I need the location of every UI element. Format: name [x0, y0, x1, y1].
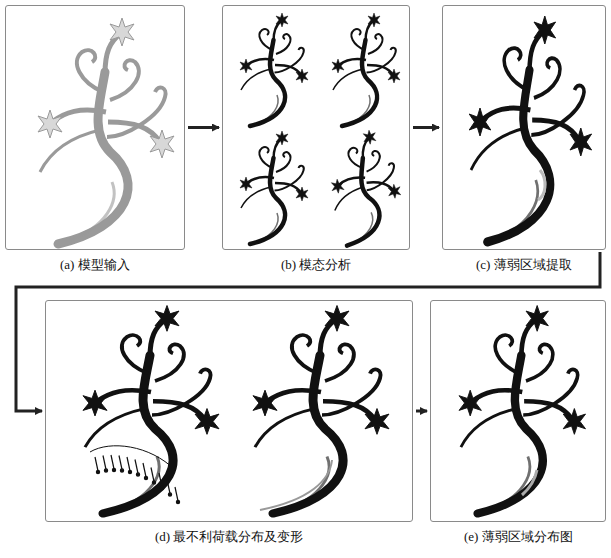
- panel-frame: [222, 5, 410, 250]
- load-arrow-tip: [128, 470, 131, 473]
- deformation-trace: [260, 460, 332, 510]
- panel-frame: [5, 5, 185, 250]
- load-arrow-tip: [144, 476, 147, 479]
- weak-highlight: [522, 470, 537, 495]
- load-arrow: [103, 456, 106, 470]
- load-arrow: [119, 456, 122, 470]
- mode-shapes: [240, 13, 405, 246]
- load-arrow: [143, 463, 146, 477]
- load-arrow: [167, 480, 170, 494]
- panel-caption: (b) 模态分析: [281, 256, 351, 274]
- load-arrow-tip: [176, 500, 179, 503]
- load-arrow-tip: [112, 468, 115, 471]
- panel-caption: (a) 模型输入: [60, 256, 130, 274]
- load-arrows: [90, 446, 180, 504]
- weak-region-model: [469, 16, 591, 242]
- load-arrow: [151, 468, 154, 482]
- load-arrow-tip: [104, 469, 107, 472]
- input-model: [38, 18, 174, 244]
- load-arrow: [175, 487, 178, 501]
- panel-frame: [442, 5, 606, 250]
- load-arrow: [127, 457, 130, 471]
- load-arrow-tip: [168, 493, 171, 496]
- panel: (d) 最不利荷载分布及变形: [45, 300, 413, 548]
- flow-arrow: [413, 126, 439, 129]
- load-arrow-tip: [120, 469, 123, 472]
- deformed-model: [253, 306, 389, 514]
- load-arrow-tip: [96, 470, 99, 473]
- panel-caption: (e) 薄弱区域分布图: [464, 528, 573, 546]
- panel: (b) 模态分析: [222, 5, 410, 276]
- panel: (a) 模型输入: [5, 5, 185, 276]
- loaded-model: [83, 306, 219, 514]
- load-arrow: [111, 455, 114, 469]
- flow-arrow: [416, 410, 427, 413]
- load-arrow-tip: [152, 481, 155, 484]
- panel: (c) 薄弱区域提取: [442, 5, 606, 276]
- weak-distribution-model: [459, 306, 585, 514]
- panel-frame: [430, 300, 606, 522]
- load-arrow: [95, 457, 98, 471]
- load-envelope: [90, 446, 175, 470]
- panel-frame: [45, 300, 413, 522]
- load-arrow-tip: [160, 486, 163, 489]
- flow-arrow: [16, 252, 600, 411]
- panel-caption: (d) 最不利荷载分布及变形: [155, 528, 303, 546]
- load-arrow: [135, 460, 138, 474]
- flow-arrow: [188, 126, 219, 129]
- weak-highlight: [538, 170, 545, 200]
- load-arrow: [159, 473, 162, 487]
- panel-caption: (c) 薄弱区域提取: [476, 256, 572, 274]
- load-arrow-tip: [136, 473, 139, 476]
- panel: (e) 薄弱区域分布图: [430, 300, 606, 548]
